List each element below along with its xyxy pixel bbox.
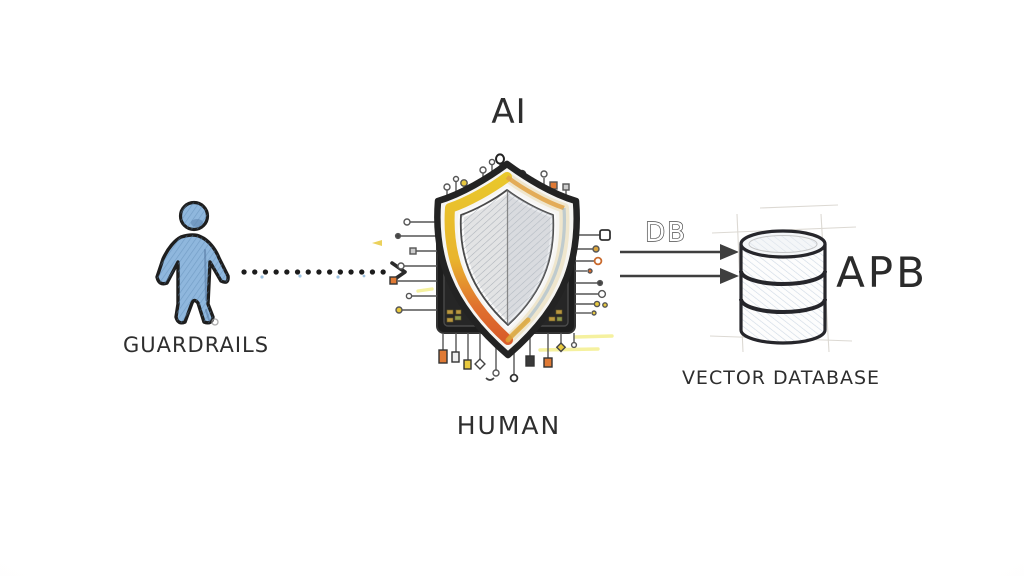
foot-shadow bbox=[211, 318, 219, 326]
circuit-pins-left bbox=[372, 218, 437, 314]
database-icon bbox=[709, 204, 857, 353]
label-guardrails: GUARDRAILS bbox=[123, 333, 269, 357]
label-human: HUMAN bbox=[457, 411, 561, 440]
label-db: DB bbox=[645, 218, 687, 248]
dotted-arrow-icon bbox=[241, 261, 407, 283]
label-apb: APB bbox=[836, 248, 928, 297]
highlight-strokes bbox=[416, 287, 614, 352]
shield-icon bbox=[434, 160, 580, 359]
circuit-pins-right bbox=[575, 229, 611, 316]
person-icon bbox=[155, 200, 230, 326]
db-arrows bbox=[620, 244, 739, 284]
db-band bbox=[739, 270, 827, 286]
db-band bbox=[739, 298, 827, 314]
label-ai: AI bbox=[491, 92, 526, 132]
label-vector-database: VECTOR DATABASE bbox=[682, 367, 880, 389]
